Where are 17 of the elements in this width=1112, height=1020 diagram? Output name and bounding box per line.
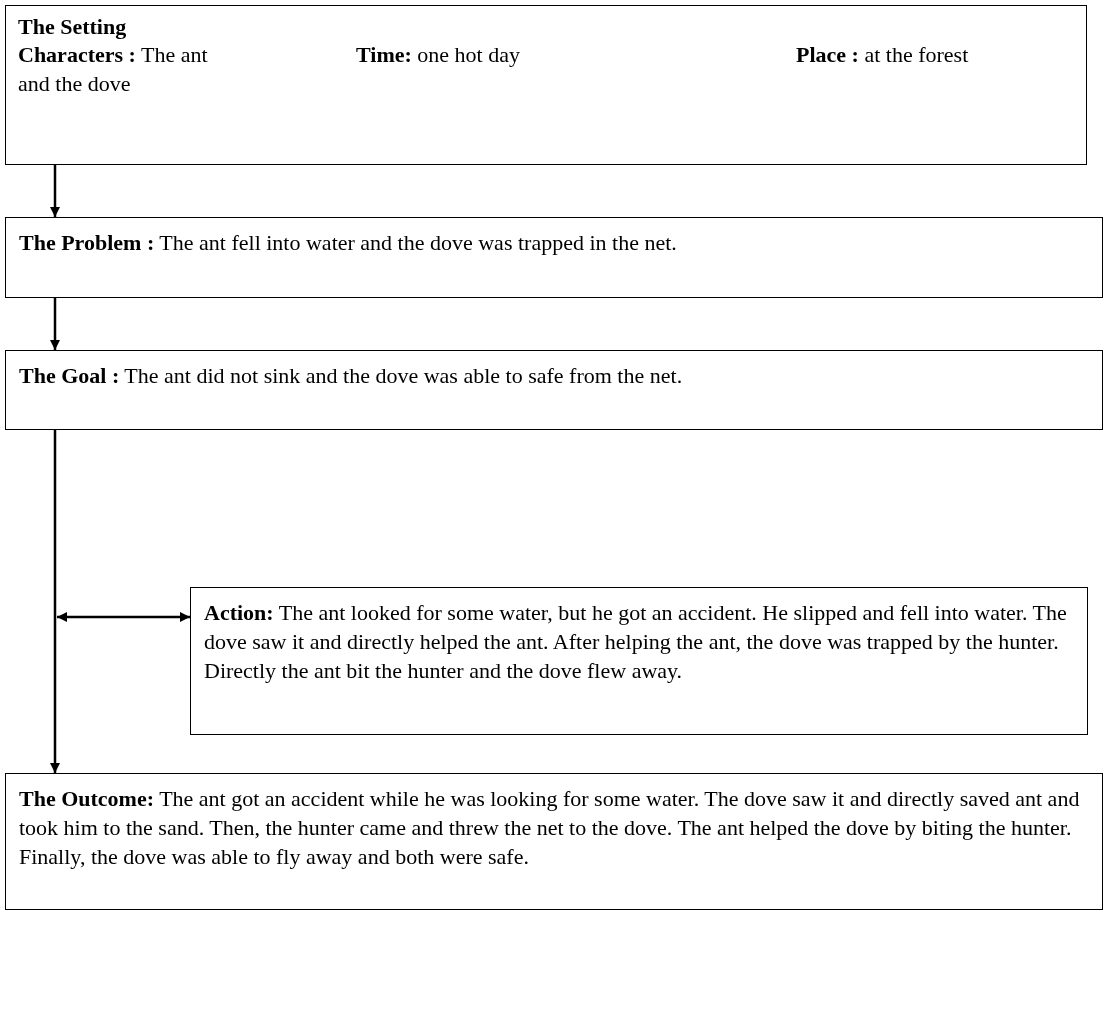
text: Time: one hot day (356, 41, 521, 69)
text: Action: The ant looked for some water, but he got an accident. He slipped and fell into water. The dove saw it and directly helped the ant. After helping the ant, the dove was trapped by the hunter. Directly the ant bit the hunter and the dove flew away. (204, 599, 1068, 685)
arrow (50, 298, 60, 350)
text: The Problem : The ant fell into water and the dove was trapped in the net. (19, 229, 678, 257)
arrow (57, 612, 190, 622)
arrow (50, 430, 60, 773)
heading: The Setting (18, 13, 128, 41)
text-box (190, 587, 1088, 735)
arrow (50, 165, 60, 217)
text: Characters : The ant and the dove (18, 41, 208, 98)
text-box (5, 217, 1103, 298)
text: The Outcome: The ant got an accident while he was looking for some water. The dove saw it and directly saved ant and took him to the sand. Then, the hunter came and threw the net to the dove. The ant helped the dove by biting the hunter. Finally, the dove was able to fly away and both were safe. (19, 785, 1081, 871)
text-box (5, 350, 1103, 430)
text-box (5, 773, 1103, 910)
text-box (5, 5, 1087, 165)
text: Place : at the forest (796, 41, 970, 69)
text: The Goal : The ant did not sink and the dove was able to safe from the net. (19, 362, 684, 390)
